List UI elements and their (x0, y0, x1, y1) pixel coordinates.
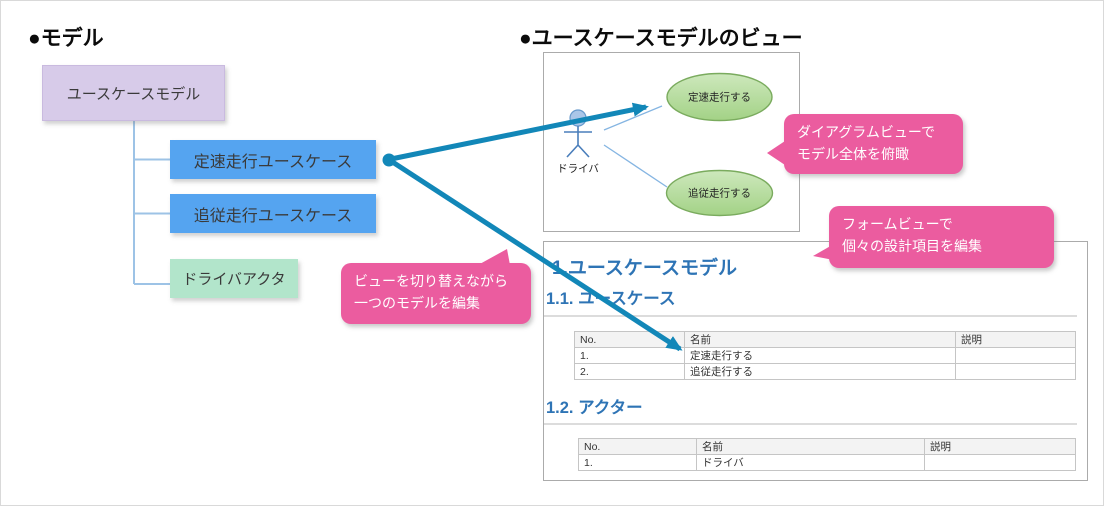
cell-name: ドライバ (696, 454, 925, 471)
usecase-ellipse-follow: 追従走行する (665, 169, 774, 217)
form-subheading-actor: 1.2. アクター (546, 399, 643, 417)
model-section-heading: ●モデル (28, 27, 104, 50)
header-cell-desc: 説明 (924, 438, 1076, 455)
association-line (603, 105, 663, 131)
table-row: 1. 定速走行する (574, 347, 1076, 364)
usecase-diagram: 定速走行する 追従走行する ドライバ (557, 72, 774, 217)
cell-no: 1. (574, 347, 685, 364)
usecase-ellipse-cruise-label: 定速走行する (688, 91, 751, 104)
tree-node-driver-actor: ドライバアクタ (170, 259, 298, 298)
usecase-table: No. 名前 説明 1. 定速走行する 2. 追従走行する (574, 331, 1076, 380)
cell-desc (955, 363, 1076, 380)
callout-switch-views: ビューを切り替えながら 一つのモデルを編集 (341, 263, 531, 324)
usecase-ellipse-cruise: 定速走行する (666, 72, 773, 122)
diagram-view-panel: 定速走行する 追従走行する ドライバ (543, 52, 800, 232)
table-header-row: No. 名前 説明 (578, 438, 1076, 455)
table-row: 1. ドライバ (578, 454, 1076, 471)
cell-desc (924, 454, 1076, 471)
actor-table: No. 名前 説明 1. ドライバ (578, 438, 1076, 471)
header-cell-name: 名前 (696, 438, 925, 455)
header-cell-no: No. (574, 331, 685, 348)
header-cell-desc: 説明 (955, 331, 1076, 348)
callout-form-view: フォームビューで 個々の設計項目を編集 (829, 206, 1054, 268)
callout-line: 一つのモデルを編集 (354, 294, 480, 311)
tree-connector-path (133, 119, 170, 285)
callout-line: モデル全体を俯瞰 (797, 145, 909, 162)
view-section-heading: ●ユースケースモデルのビュー (519, 27, 803, 50)
cell-no: 1. (578, 454, 697, 471)
heading-rule (544, 423, 1077, 425)
actor-icon (564, 109, 592, 158)
cell-no: 2. (574, 363, 685, 380)
tree-node-follow-usecase: 追従走行ユースケース (170, 194, 376, 233)
actor-label: ドライバ (557, 163, 599, 175)
callout-line: 個々の設計項目を編集 (842, 237, 982, 254)
form-title: 1.ユースケースモデル (552, 258, 737, 279)
usecase-ellipse-follow-label: 追従走行する (688, 187, 751, 200)
header-cell-name: 名前 (684, 331, 956, 348)
arrow-origin-dot (382, 153, 396, 167)
tree-node-cruise-usecase: 定速走行ユースケース (170, 140, 376, 179)
callout-line: フォームビューで (842, 216, 953, 232)
association-line (603, 144, 668, 188)
cell-name: 定速走行する (684, 347, 956, 364)
table-header-row: No. 名前 説明 (574, 331, 1076, 348)
form-subheading-usecase: 1.1. ユースケース (546, 290, 676, 308)
cell-name: 追従走行する (684, 363, 956, 380)
header-cell-no: No. (578, 438, 697, 455)
heading-rule (544, 315, 1077, 317)
callout-line: ダイアグラムビューで (797, 124, 936, 140)
callout-line: ビューを切り替えながら (354, 273, 508, 289)
table-row: 2. 追従走行する (574, 363, 1076, 380)
tree-node-usecase-model: ユースケースモデル (42, 65, 225, 121)
callout-diagram-view: ダイアグラムビューで モデル全体を俯瞰 (784, 114, 963, 174)
cell-desc (955, 347, 1076, 364)
